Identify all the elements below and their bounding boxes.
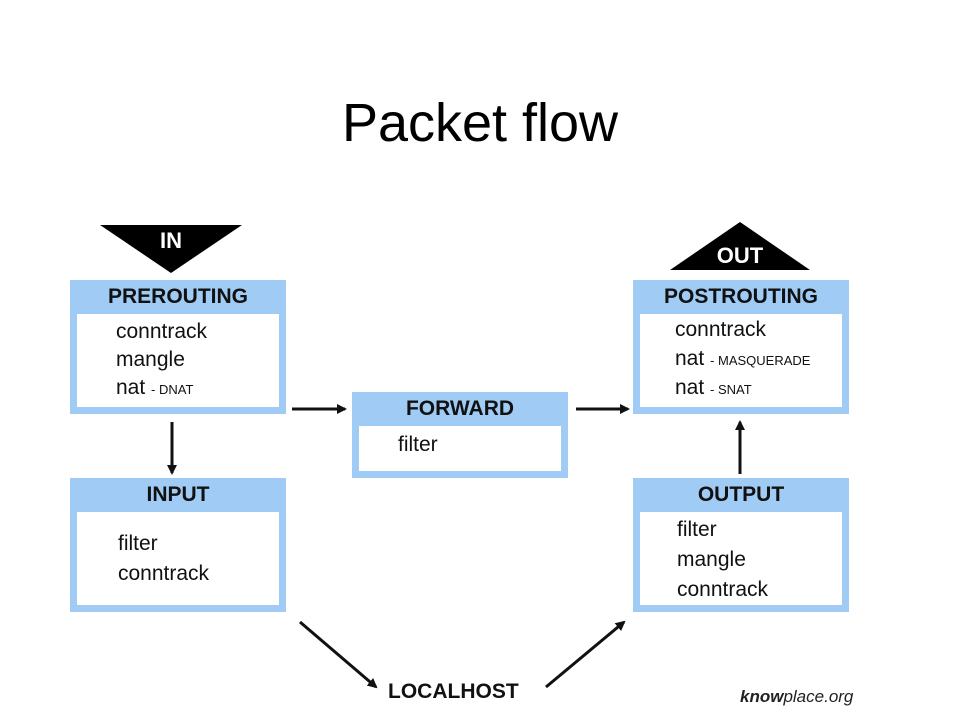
credit-text: knowplace.org (740, 687, 853, 707)
page-title: Packet flow (341, 93, 619, 153)
input-body (77, 512, 279, 605)
credit-rest: place.org (783, 687, 854, 706)
postrouting-nat-label-2: nat (675, 376, 705, 399)
postrouting-body (640, 314, 842, 407)
input-title: INPUT (146, 483, 210, 506)
prerouting-body (77, 314, 279, 407)
arrow-localhost-output (545, 620, 626, 689)
input-box: INPUT filter conntrack (70, 478, 286, 612)
output-body (640, 512, 842, 605)
postrouting-item-conntrack: conntrack (675, 318, 767, 341)
prerouting-title: PREROUTING (107, 285, 248, 308)
input-item-conntrack: conntrack (118, 562, 210, 585)
forward-body (359, 426, 561, 471)
postrouting-title: POSTROUTING (663, 285, 818, 308)
prerouting-box: PREROUTING conntrack mangle nat - DNAT (70, 280, 286, 414)
output-title: OUTPUT (697, 483, 785, 506)
input-item-filter: filter (118, 532, 158, 555)
postrouting-nat-note-2: - SNAT (710, 382, 752, 397)
postrouting-item-nat-masquerade: nat - MASQUERADE (675, 347, 810, 371)
output-item-filter: filter (677, 518, 717, 541)
prerouting-item-conntrack: conntrack (116, 320, 208, 343)
out-triangle (670, 222, 810, 270)
prerouting-nat-label: nat (116, 376, 146, 399)
out-label: OUT (716, 243, 764, 268)
postrouting-nat-label-1: nat (675, 347, 705, 370)
postrouting-nat-note-1: - MASQUERADE (710, 353, 811, 368)
output-item-conntrack: conntrack (677, 578, 769, 601)
prerouting-item-mangle: mangle (116, 348, 185, 371)
forward-title: FORWARD (405, 397, 515, 420)
output-item-mangle: mangle (677, 548, 746, 571)
prerouting-item-nat: nat - DNAT (116, 376, 193, 400)
postrouting-box: POSTROUTING conntrack nat - MASQUERADE n… (633, 280, 849, 414)
output-box: OUTPUT filter mangle conntrack (633, 478, 849, 612)
postrouting-item-nat-snat: nat - SNAT (675, 376, 752, 400)
credit-bold: know (740, 687, 784, 706)
arrow-input-localhost (299, 620, 378, 689)
forward-item-filter: filter (398, 433, 438, 456)
in-triangle (100, 225, 242, 273)
in-label: IN (160, 228, 182, 253)
localhost-label: LOCALHOST (388, 680, 519, 703)
prerouting-nat-note: - DNAT (151, 382, 194, 397)
forward-box: FORWARD filter (352, 392, 568, 478)
